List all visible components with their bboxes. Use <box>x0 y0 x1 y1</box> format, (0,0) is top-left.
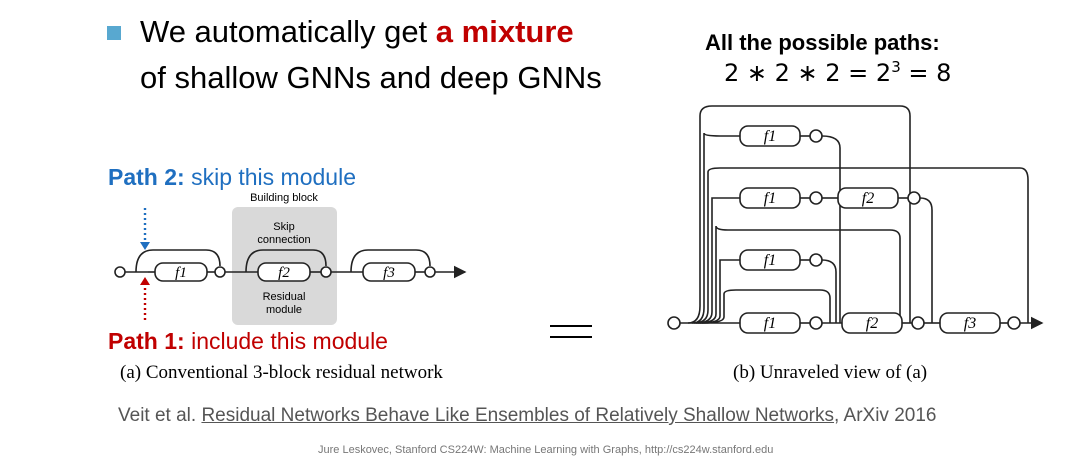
unraveled-f1-row1: f1 <box>764 128 776 145</box>
path1-label: Path 1: include this module <box>108 328 388 354</box>
unraveled-f2-row2: f2 <box>862 190 874 207</box>
headline-line-2: of shallow GNNs and deep GNNs <box>140 60 602 95</box>
f2-label: f2 <box>278 265 290 281</box>
residual-module-label-2: module <box>266 304 302 316</box>
caption-a: (a) Conventional 3-block residual networ… <box>120 362 443 383</box>
skip-connection-label-2: connection <box>257 234 310 246</box>
residual-network-diagram: Building block Skip connection Residual … <box>114 192 467 325</box>
unraveled-f1-row4: f1 <box>764 315 776 332</box>
skip-connection-label-1: Skip <box>273 221 294 233</box>
path2-label: Path 2: skip this module <box>108 164 356 190</box>
unraveled-f1-row3: f1 <box>764 252 776 269</box>
citation: Veit et al. Residual Networks Behave Lik… <box>118 405 937 426</box>
paths-formula: 2 ∗ 2 ∗ 2 = 23 = 8 <box>724 58 952 87</box>
headline-line-1: We automatically get a mixture <box>140 14 574 49</box>
building-block-label: Building block <box>250 192 318 204</box>
unraveled-f2-row4: f2 <box>866 315 878 332</box>
f1-label: f1 <box>175 265 187 281</box>
equals-sign <box>550 325 592 338</box>
unraveled-f3-row4: f3 <box>964 315 976 332</box>
residual-module-label-1: Residual <box>263 291 306 303</box>
unraveled-network-diagram: f1 f1 f2 f1 f1 f2 f3 <box>667 105 1044 334</box>
paths-title: All the possible paths: <box>705 30 940 55</box>
citation-link[interactable]: Residual Networks Behave Like Ensembles … <box>201 405 835 426</box>
caption-b: (b) Unraveled view of (a) <box>733 362 928 383</box>
footer: Jure Leskovec, Stanford CS224W: Machine … <box>318 444 774 456</box>
bullet-square <box>107 26 121 40</box>
unraveled-f1-row2: f1 <box>764 190 776 207</box>
f3-label: f3 <box>383 265 395 281</box>
